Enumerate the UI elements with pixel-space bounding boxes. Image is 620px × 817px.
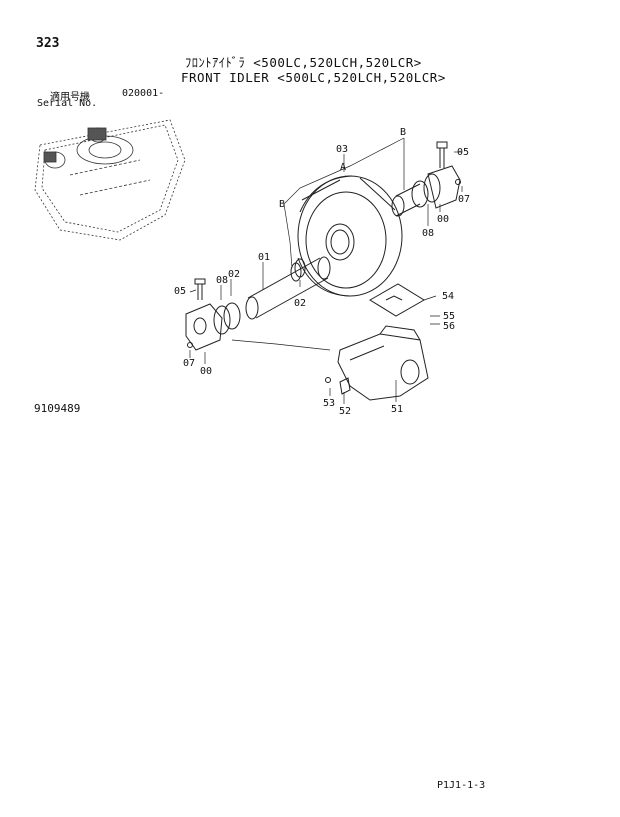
callout-02-a: 02 xyxy=(228,269,240,280)
undercarriage-thumbnail xyxy=(34,119,186,241)
callout-51: 51 xyxy=(391,404,403,415)
title-english: FRONT IDLER <500LC,520LCH,520LCR> xyxy=(181,70,446,85)
callout-54: 54 xyxy=(442,291,454,302)
idler-shaft xyxy=(245,256,331,320)
title-japanese: ﾌﾛﾝﾄｱｲﾄﾞﾗ <500LC,520LCH,520LCR> xyxy=(185,55,422,70)
drawing-code: 9109489 xyxy=(34,402,81,415)
callout-56: 56 xyxy=(443,321,455,332)
page-reference: P1J1-1-3 xyxy=(437,780,486,791)
leader-lines xyxy=(189,137,463,404)
serial-label-english: Serial No. xyxy=(37,98,98,109)
callout-B-right: B xyxy=(400,127,406,138)
yoke-bracket xyxy=(325,325,429,401)
serial-label-japanese: 適用号機 xyxy=(50,92,90,103)
callout-01: 01 xyxy=(258,252,270,263)
serial-range: 020001- xyxy=(122,88,165,99)
idler-wheel xyxy=(297,175,403,297)
callout-B-left: B xyxy=(279,199,285,210)
callout-03: 03 xyxy=(336,144,348,155)
callout-07-top: 07 xyxy=(458,194,470,205)
callout-labels: 05 00 07 08 03 A B B 01 02 08 05 02 07 0… xyxy=(174,127,470,417)
page-number: 323 xyxy=(36,36,60,51)
callout-02-b: 02 xyxy=(294,298,306,309)
callout-07-left: 07 xyxy=(183,358,195,369)
callout-05-top: 05 xyxy=(457,147,469,158)
callout-A: A xyxy=(340,162,346,173)
left-bearing-assembly xyxy=(185,278,241,351)
callout-00-top: 00 xyxy=(437,214,449,225)
callout-53: 53 xyxy=(323,398,335,409)
callout-52: 52 xyxy=(339,406,351,417)
callout-05-left: 05 xyxy=(174,286,186,297)
callout-00-left: 00 xyxy=(200,366,212,377)
callout-08-left: 08 xyxy=(216,275,228,286)
guard-plate xyxy=(369,283,425,317)
callout-55: 55 xyxy=(443,311,455,322)
callout-08-top: 08 xyxy=(422,228,434,239)
right-bearing-assembly xyxy=(391,141,461,217)
